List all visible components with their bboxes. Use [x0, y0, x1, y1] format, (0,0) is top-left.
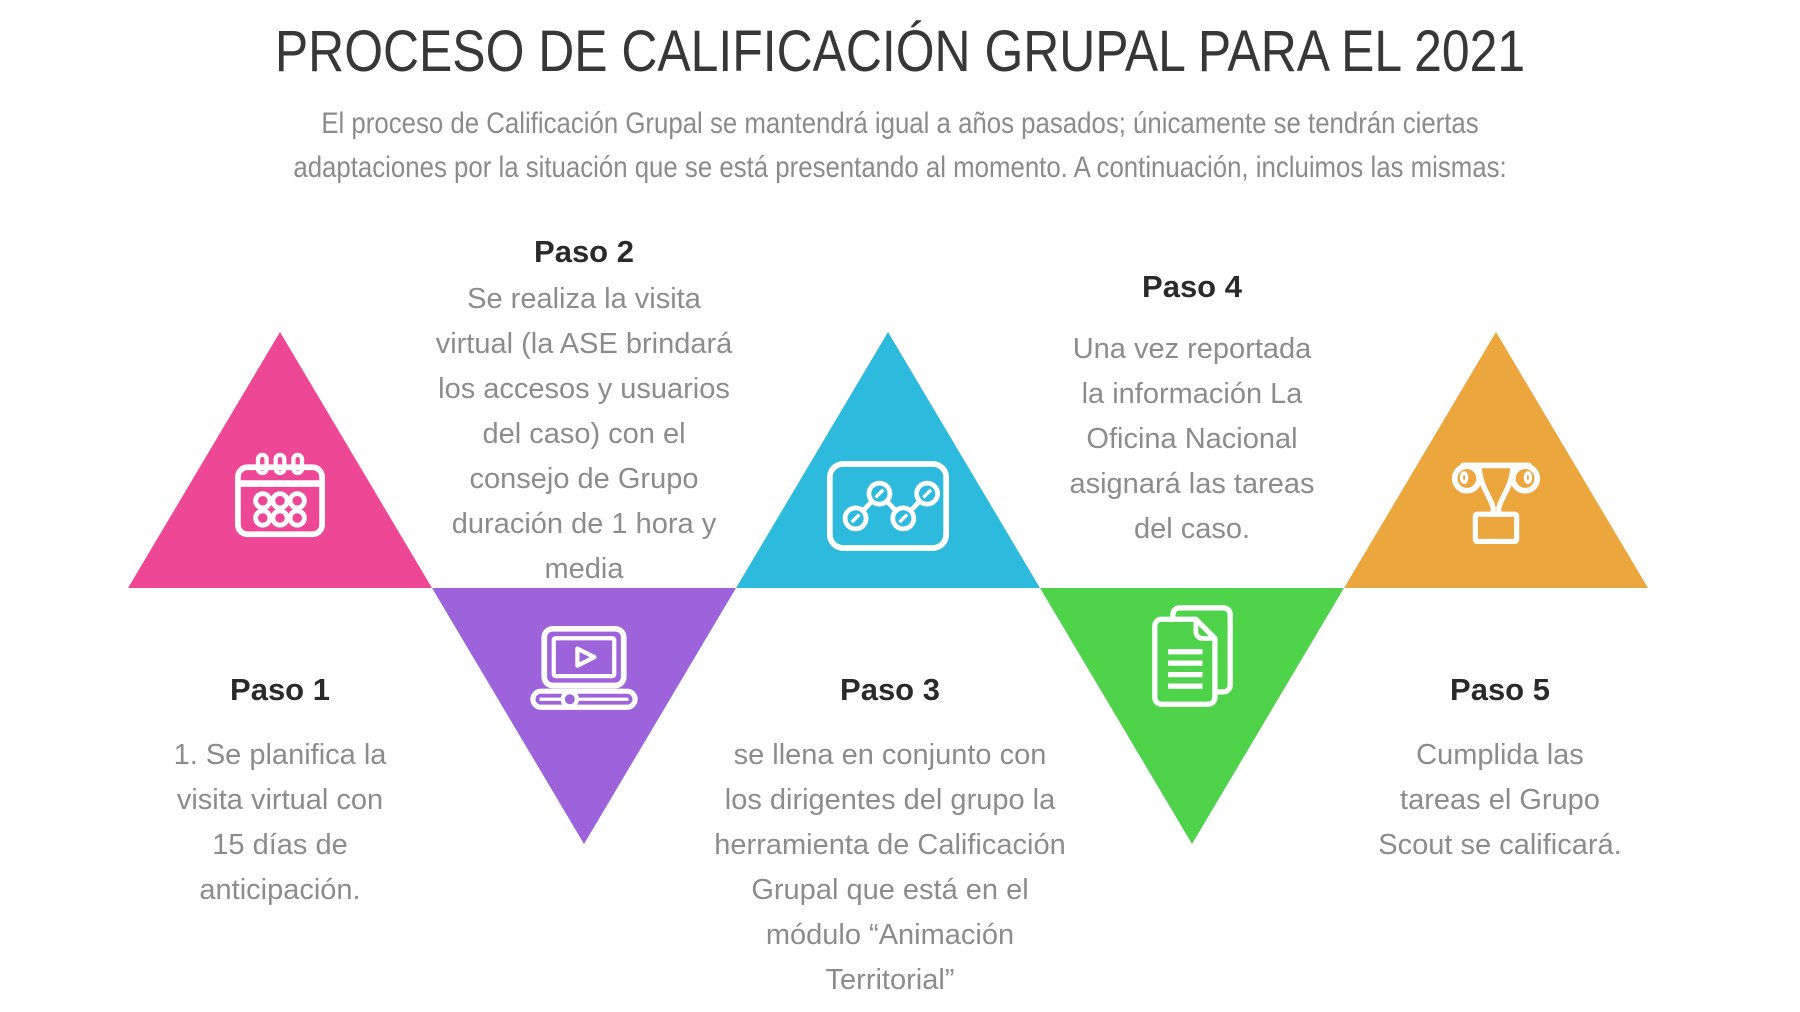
subtitle-line-2: adaptaciones por la situación que se est…	[293, 151, 1507, 184]
step-3-triangle	[736, 332, 1040, 588]
page-title: PROCESO DE CALIFICACIÓN GRUPAL PARA EL 2…	[274, 19, 1526, 84]
calendar-icon	[235, 452, 325, 538]
step-3-label: Paso 3	[840, 672, 940, 707]
step-2-description: Se realiza la visita virtual (la ASE bri…	[435, 283, 733, 585]
step-2-triangle	[432, 588, 736, 844]
step-4-triangle	[1040, 588, 1344, 844]
trophy-icon	[1451, 462, 1541, 545]
subtitle-line-1: El proceso de Calificación Grupal se man…	[321, 107, 1479, 140]
step-4-description: Una vez reportada la información La Ofic…	[1069, 333, 1315, 545]
step-5-triangle	[1344, 332, 1648, 588]
step-1-triangle	[128, 332, 432, 588]
step-4-label: Paso 4	[1142, 269, 1242, 304]
line-chart-icon	[826, 461, 950, 551]
laptop-video-icon	[530, 625, 638, 710]
step-3-description: se llena en conjunto con los dirigentes …	[714, 739, 1066, 996]
step-5-label: Paso 5	[1450, 672, 1550, 707]
step-5-description: Cumplida las tareas el Grupo Scout se ca…	[1378, 739, 1622, 861]
step-2-label: Paso 2	[534, 234, 634, 269]
documents-icon	[1152, 605, 1233, 707]
page-subtitle: El proceso de Calificación Grupal se man…	[126, 102, 1674, 190]
step-1-description: 1. Se planifica la visita virtual con 15…	[173, 739, 387, 906]
step-1-label: Paso 1	[230, 672, 330, 707]
